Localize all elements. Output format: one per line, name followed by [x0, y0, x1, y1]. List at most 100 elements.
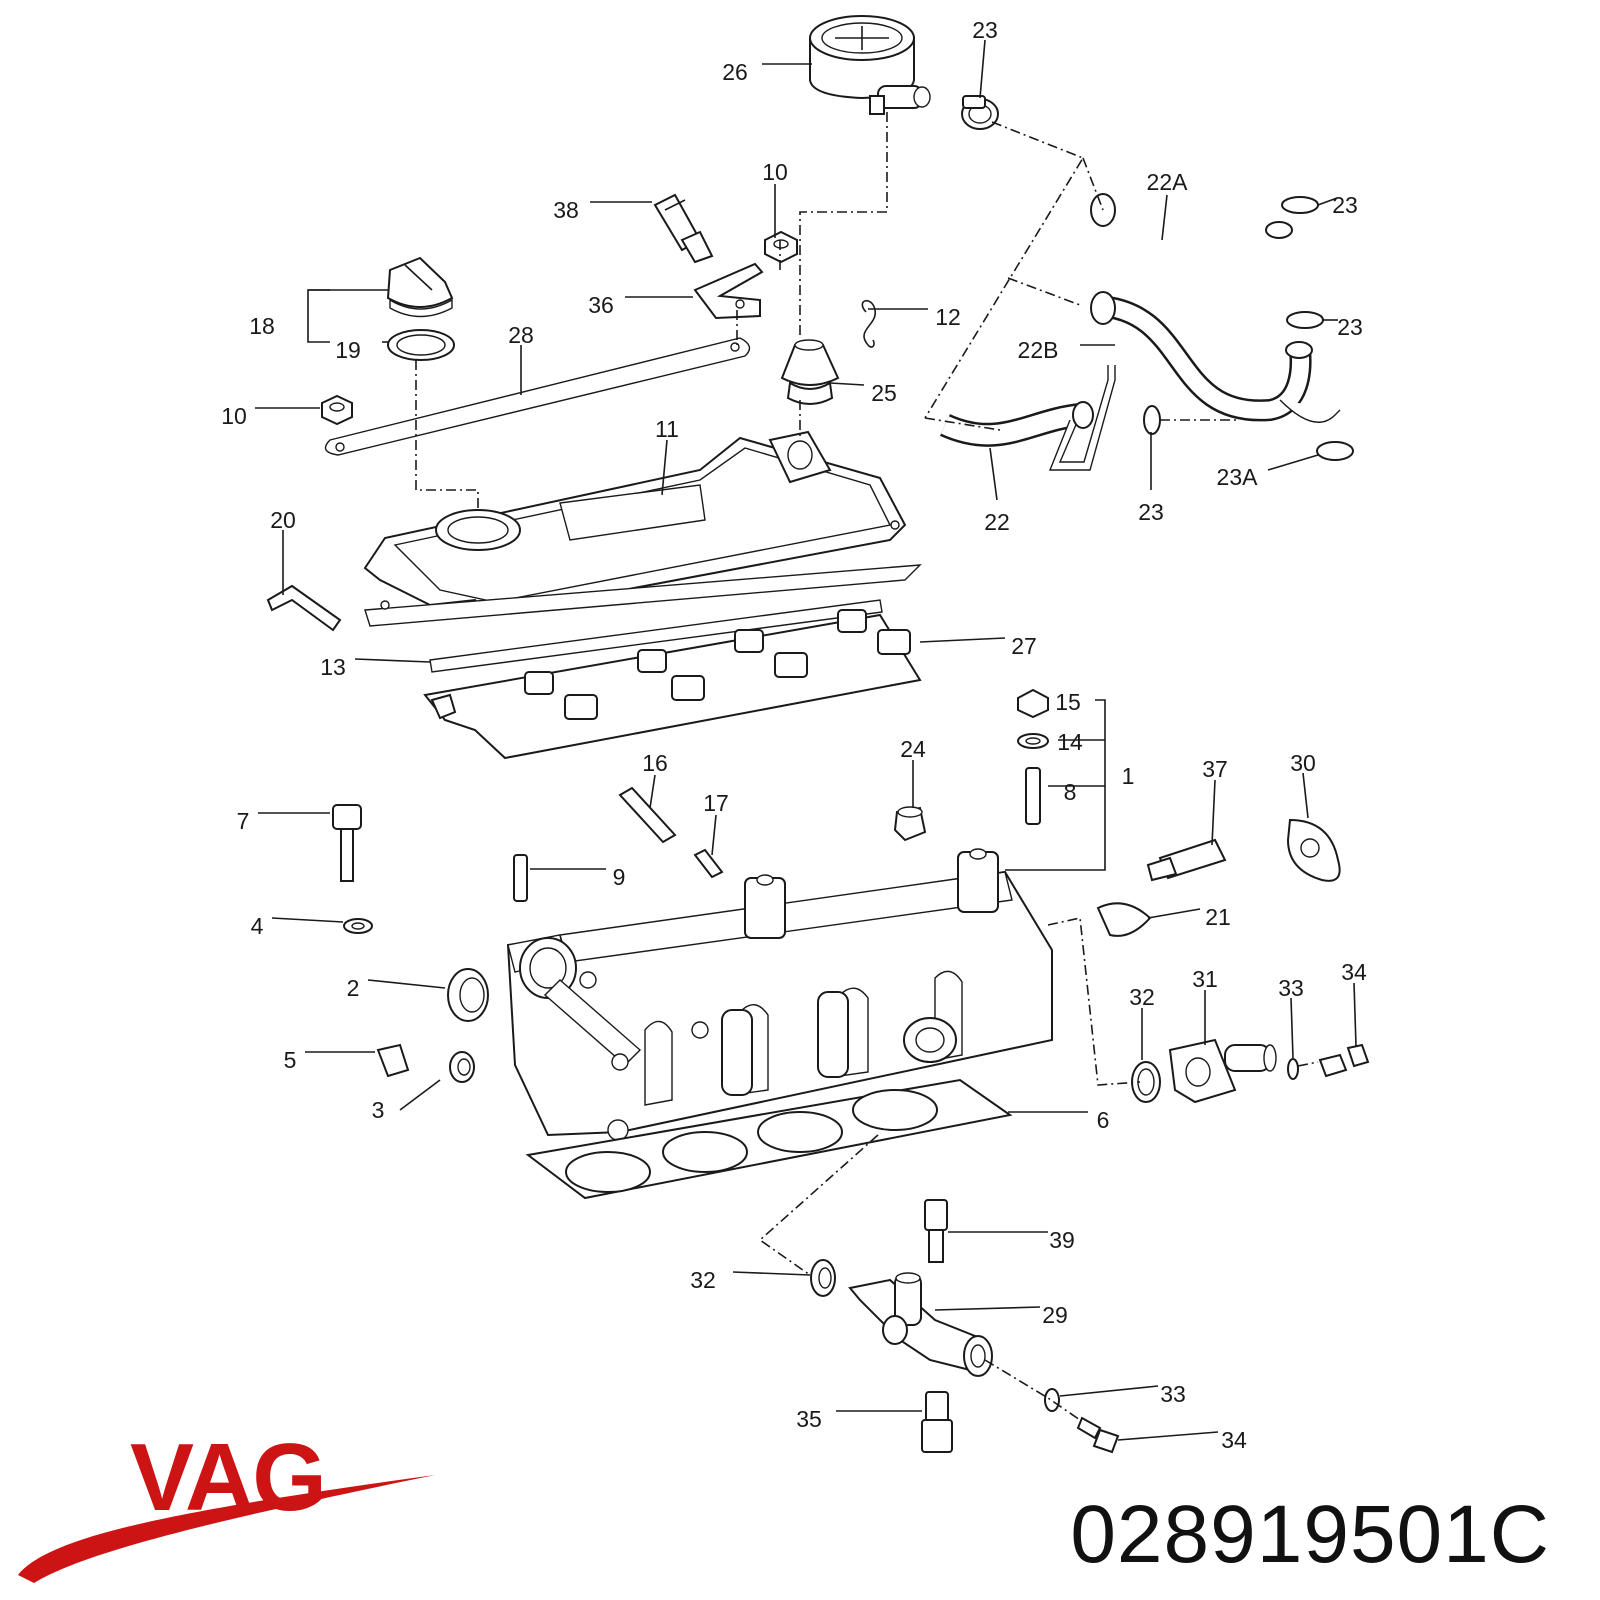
o-ring-32-right-part	[1131, 1061, 1161, 1103]
cylinder-head-part	[506, 848, 1053, 1141]
callout-36: 36	[588, 292, 614, 318]
washer-33-bottom-part	[1044, 1388, 1060, 1412]
callout-13: 13	[320, 654, 346, 680]
callout-23: 23	[972, 17, 998, 43]
callout-33: 33	[1160, 1381, 1186, 1407]
valve-cover-11-part	[363, 430, 922, 627]
sensor-35-part	[921, 1391, 953, 1453]
oil-filler-cap-18-part	[386, 256, 454, 318]
oil-separator-part	[809, 15, 931, 115]
cam-carrier-27-part	[423, 599, 922, 760]
flange-31-part	[1168, 1038, 1277, 1104]
gasket-28-part	[324, 337, 751, 456]
callout-30: 30	[1290, 750, 1316, 776]
gasket-30-part	[1286, 818, 1341, 882]
callout-11: 11	[655, 416, 679, 442]
callout-19: 19	[335, 337, 361, 363]
bolt-34-right-part	[1318, 1043, 1370, 1078]
callout-35: 35	[796, 1406, 822, 1432]
hose-clamp-part	[961, 95, 999, 130]
stud-17-part	[693, 848, 724, 879]
callout-28: 28	[508, 322, 534, 348]
nut-10-top-part	[764, 230, 798, 264]
callout-32: 32	[690, 1267, 716, 1293]
callout-25: 25	[871, 380, 897, 406]
callout-16: 16	[642, 750, 668, 776]
callout-22B: 22B	[1018, 337, 1059, 363]
nut-15-part	[1017, 688, 1049, 719]
callout-37: 37	[1202, 756, 1228, 782]
grommet-25-part	[780, 339, 840, 405]
callout-23A: 23A	[1217, 464, 1259, 490]
callout-23: 23	[1138, 499, 1164, 525]
callout-26: 26	[722, 59, 748, 85]
callout-20: 20	[270, 507, 296, 533]
part-number: 028919501C	[1070, 1489, 1550, 1580]
plug-24-part	[893, 806, 927, 842]
sensor-37-part	[1146, 838, 1227, 882]
seal-3-part	[449, 1051, 475, 1083]
callout-22: 22	[984, 509, 1010, 535]
stud-16-part	[618, 786, 677, 844]
bolt-7-part	[332, 804, 362, 882]
callout-23: 23	[1337, 314, 1363, 340]
o-ring-32-bottom-part	[810, 1259, 836, 1297]
callout-14: 14	[1057, 729, 1083, 755]
vag-logo-text: VAG	[130, 1424, 325, 1531]
vag-logo: VAG	[18, 1424, 435, 1583]
callout-39: 39	[1049, 1227, 1075, 1253]
callout-17: 17	[703, 790, 729, 816]
callout-8: 8	[1064, 779, 1077, 805]
stud-9-part	[513, 854, 528, 902]
callout-38: 38	[553, 197, 579, 223]
callout-34: 34	[1221, 1427, 1247, 1453]
cap-21-part	[1096, 902, 1152, 937]
washer-14-part	[1017, 733, 1049, 749]
hose-clamps-part	[1143, 196, 1354, 461]
callout-29: 29	[1042, 1302, 1068, 1328]
callout-3: 3	[372, 1097, 385, 1123]
callout-5: 5	[284, 1047, 297, 1073]
callout-6: 6	[1097, 1107, 1110, 1133]
assembly-lines	[415, 112, 1319, 1421]
callout-33: 33	[1278, 975, 1304, 1001]
sensor-39-part	[924, 1199, 948, 1263]
callout-1: 1	[1122, 763, 1135, 789]
seal-ring-19-part	[387, 329, 455, 361]
nut-10-left-part	[321, 394, 353, 426]
seal-2-part	[447, 968, 489, 1022]
callout-7: 7	[237, 808, 250, 834]
stud-8-part	[1025, 767, 1041, 825]
bracket-36-part	[693, 262, 764, 320]
callout-10: 10	[762, 159, 788, 185]
callout-27: 27	[1011, 633, 1037, 659]
callout-2: 2	[347, 975, 360, 1001]
callout-9: 9	[613, 864, 626, 890]
callout-23: 23	[1332, 192, 1358, 218]
breather-hose-22a-part	[1090, 193, 1293, 309]
washer-33-right-part	[1287, 1058, 1299, 1080]
head-gasket-6-part	[525, 1078, 1013, 1200]
callout-32: 32	[1129, 984, 1155, 1010]
hex-wrench-20-part	[266, 584, 342, 632]
coolant-flange-29-part	[848, 1272, 993, 1377]
callout-10: 10	[221, 403, 247, 429]
washer-4-part	[343, 918, 373, 934]
callout-22A: 22A	[1147, 169, 1189, 195]
plug-5-part	[376, 1043, 410, 1078]
leader-lines	[255, 39, 1357, 1441]
callout-31: 31	[1192, 966, 1218, 992]
callout-18: 18	[249, 313, 275, 339]
breather-hose-22-part	[940, 365, 1116, 471]
breather-hose-22b-part	[1090, 291, 1341, 423]
callout-21: 21	[1205, 904, 1231, 930]
sensor-38-part	[653, 193, 714, 264]
callout-34: 34	[1341, 959, 1367, 985]
bolt-34-bottom-part	[1076, 1416, 1120, 1454]
callout-4: 4	[251, 913, 264, 939]
callout-15: 15	[1055, 689, 1081, 715]
callout-24: 24	[900, 736, 926, 762]
